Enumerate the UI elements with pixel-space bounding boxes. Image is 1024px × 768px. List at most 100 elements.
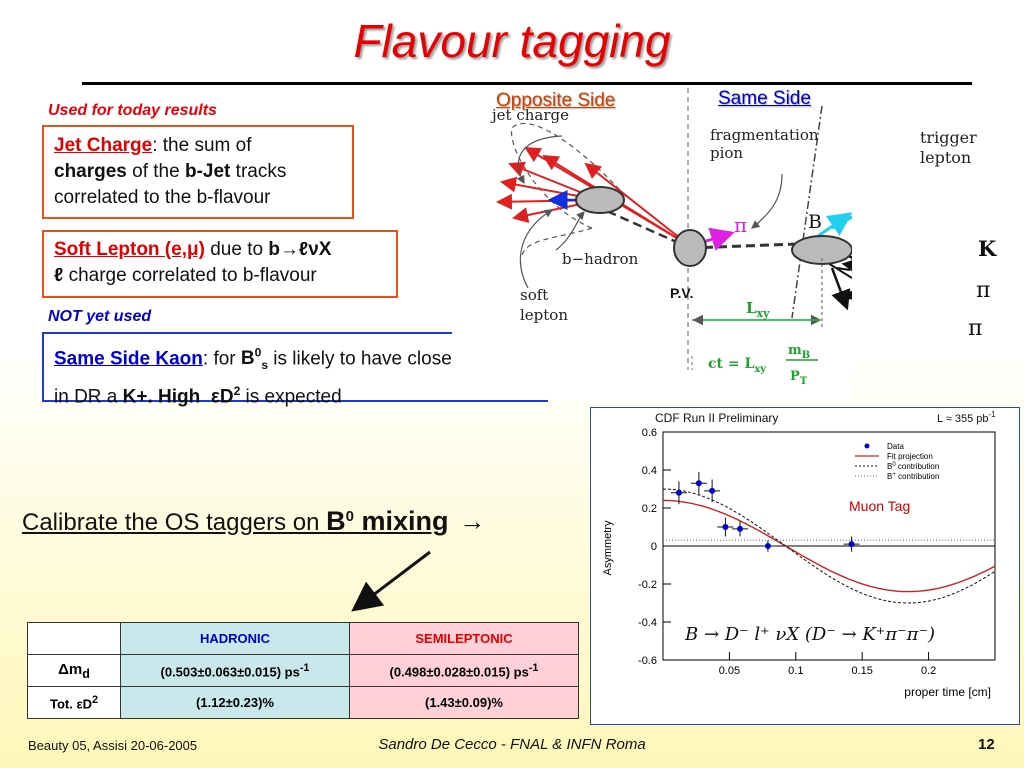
legend-b0: B0 contribution [887, 462, 939, 471]
label-K: K [978, 236, 997, 261]
slide-title: Flavour tagging [353, 15, 671, 67]
jet-charge-name: Jet Charge [54, 135, 153, 156]
jet-charge-b1: charges [54, 161, 127, 182]
plot-header-right: L ≈ 355 pb-1 [937, 410, 996, 425]
ssk-d-sup: 2 [233, 384, 241, 399]
down-arrow-icon [351, 550, 431, 612]
x-tick-label: 0.05 [719, 665, 740, 677]
jet-charge-b2: b-Jet [184, 161, 231, 182]
jet-charge-box: Jet Charge: the sum of charges of the b-… [42, 125, 354, 219]
calibrate-mixing: mixing [354, 506, 449, 536]
soft-lepton-t1: due to [204, 239, 269, 260]
jet-cone [510, 122, 628, 229]
soft-lepton-t2: charge correlated to b-flavour [63, 265, 317, 286]
label-soft: soft [520, 286, 548, 304]
label-pi-1: π [976, 278, 991, 303]
label-pv: P.V. [670, 285, 693, 301]
cell-dm-semi-text: (0.498±0.028±0.015) ps [389, 664, 529, 680]
y-tick-label: 0 [651, 541, 657, 553]
row-dm-sub: d [82, 666, 90, 681]
tagging-diagram: jet charge fragmentation pion neutrino π… [452, 88, 961, 400]
calibrate-b: B [326, 506, 346, 536]
label-pi-2: π [968, 316, 983, 341]
same-side-label: Same Side [718, 88, 811, 109]
data-point [709, 487, 716, 494]
legend-bplus: B+ contribution [887, 472, 939, 481]
label-lxy: Lxy [746, 299, 770, 320]
ssk-d: D [219, 386, 234, 408]
label-jet-charge: jet charge [490, 106, 569, 124]
jet-charge-t4: correlated to the b-flavour [54, 187, 271, 208]
plot-svg: CDF Run II Preliminary L ≈ 355 pb-1 0.60… [602, 410, 996, 699]
trigger-lepton-track [817, 212, 853, 238]
ssk-t3: in DR a [54, 386, 123, 408]
label-lepton: lepton [920, 148, 972, 167]
soft-lepton-name: Soft Lepton (e,μ) [54, 239, 205, 260]
label-fragmentation: fragmentation [710, 126, 819, 144]
jet-charge-t1: : the sum of [152, 135, 252, 156]
ssk-b-sub: s [261, 358, 269, 373]
diagram-svg: jet charge fragmentation pion neutrino π… [490, 88, 961, 387]
b-hadron-vertex [575, 186, 625, 214]
muon-tag-label: Muon Tag [849, 498, 910, 514]
ssk-eps: ε [210, 386, 220, 408]
results-table: HADRONIC SEMILEPTONIC Δmd (0.503±0.063±0… [27, 622, 579, 719]
ssk-b-sup: 0 [254, 346, 262, 360]
primary-vertex [673, 229, 707, 267]
x-tick-label: 0.2 [921, 665, 936, 677]
x-axis-label: proper time [cm] [904, 685, 991, 699]
footer-left: Beauty 05, Assisi 20-06-2005 [28, 738, 198, 753]
ssk-b2: K+. [122, 386, 153, 408]
row-eD2-sup: 2 [92, 693, 99, 706]
data-point [695, 480, 702, 487]
legend-fit: Fit projection [887, 452, 933, 461]
calibrate-sup: 0 [345, 508, 355, 525]
legend-data: Data [887, 442, 904, 451]
y-tick-label: 0.4 [642, 465, 657, 477]
x-tick-label: 0.1 [788, 665, 803, 677]
label-ct: ct = Lxy [708, 356, 767, 375]
soft-lepton-l: ℓ [54, 265, 64, 286]
head-semileptonic: SEMILEPTONIC [349, 622, 579, 655]
soft-lepton-box: Soft Lepton (e,μ) due to b→ℓνX ℓ charge … [42, 230, 398, 298]
footer-center: Sandro De Cecco - FNAL & INFN Roma [378, 736, 646, 753]
ssk-b3: High [152, 386, 206, 408]
results-table-wrap: HADRONIC SEMILEPTONIC Δmd (0.503±0.063±0… [27, 622, 579, 719]
title-divider [82, 82, 972, 85]
row-eD2-text: Tot. εD [49, 696, 92, 712]
y-tick-label: -0.2 [638, 579, 657, 591]
cell-eD2-hadronic: (1.12±0.23)% [120, 686, 350, 719]
label-pt: PT [790, 369, 808, 387]
label-pi-ss: π [734, 213, 747, 237]
data-point [675, 489, 682, 496]
calibrate-text-main: Calibrate the OS taggers on [22, 509, 327, 536]
head-hadronic: HADRONIC [120, 622, 350, 655]
neutrino-line [791, 105, 823, 319]
decay-formula: B → D⁻ l⁺ νX (D⁻ → K⁺π⁻π⁻) [684, 624, 935, 645]
soft-lepton-b1: b→ℓνX [268, 239, 332, 260]
label-B: B [808, 211, 822, 233]
data-point [737, 525, 744, 532]
ssk-t2: is likely to have close [268, 348, 452, 370]
jet-charge-t3: tracks [230, 161, 287, 182]
row-eD2-label: Tot. εD2 [27, 686, 121, 719]
cell-dm-hadronic: (0.503±0.063±0.015) ps-1 [120, 654, 350, 687]
not-used-label: NOT yet used [48, 308, 152, 325]
data-point [764, 543, 771, 549]
label-b-hadron: b−hadron [562, 250, 639, 268]
calibrate-line: Calibrate the OS taggers on B0 mixing → [22, 506, 485, 537]
series-b0-contribution [662, 488, 996, 604]
ssk-t1: : for [202, 348, 241, 370]
b-flight-line [689, 242, 798, 250]
cell-dm-hadronic-sup: -1 [299, 661, 310, 674]
y-tick-label: -0.6 [638, 655, 657, 667]
legend-data-marker [864, 443, 870, 449]
series-fit-projection [663, 499, 996, 593]
table-corner [27, 622, 121, 655]
ssk-t4: is expected [240, 386, 342, 408]
cell-dm-semi-sup: -1 [528, 661, 539, 674]
x-tick-label: 0.15 [851, 665, 872, 677]
cell-eD2-semileptonic: (1.43±0.09)% [349, 686, 579, 719]
page-number: 12 [978, 736, 995, 753]
